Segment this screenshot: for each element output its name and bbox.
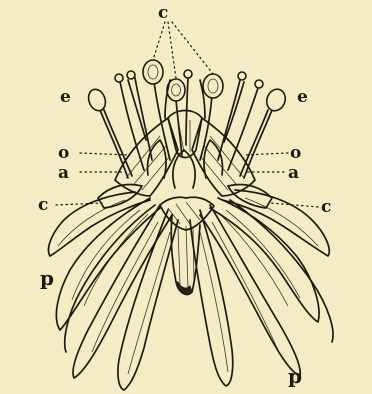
label-a-right: a xyxy=(288,163,299,183)
label-a-left: a xyxy=(58,163,69,183)
label-o-right: o xyxy=(290,143,301,163)
label-c-top: c xyxy=(158,3,168,23)
label-c-left: c xyxy=(38,195,48,215)
label-o-left: o xyxy=(58,143,69,163)
stamens xyxy=(86,60,288,178)
labels: c e e o o a a c c p p xyxy=(38,3,331,388)
label-c-right: c xyxy=(321,197,331,217)
label-e-left: e xyxy=(60,87,71,107)
label-e-right: e xyxy=(297,87,308,107)
label-p-right: p xyxy=(288,364,302,388)
label-p-left: p xyxy=(40,266,54,290)
